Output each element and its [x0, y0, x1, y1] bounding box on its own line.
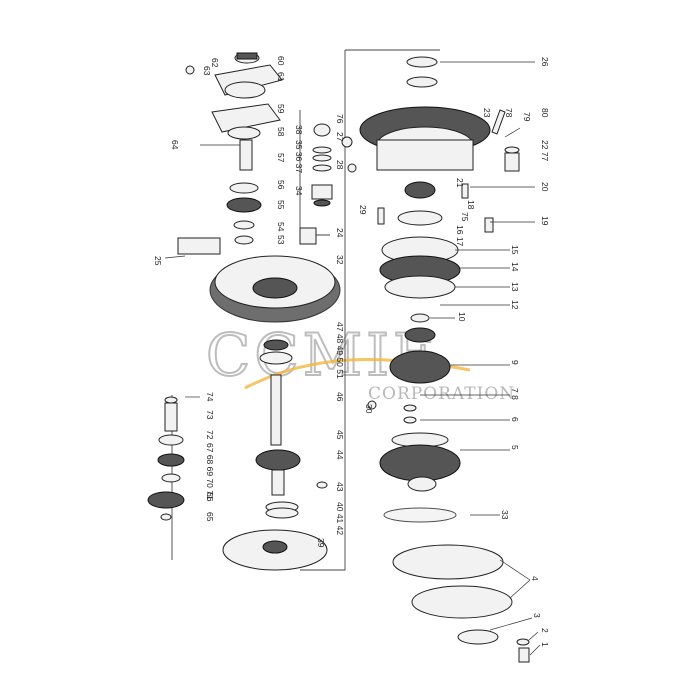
callout-14: 14: [510, 262, 520, 272]
callout-12: 12: [510, 300, 520, 310]
callout-18: 18: [466, 200, 476, 210]
callout-73: 73: [205, 410, 215, 420]
callout-61: 61: [276, 72, 286, 82]
callout-labels: 60 62 63 61 59 58 64 57 56 55 54 53 25 3…: [153, 56, 550, 647]
callout-58: 58: [276, 127, 286, 137]
cover-assembly: [185, 52, 283, 245]
callout-6: 6: [510, 417, 520, 422]
callout-40-41-42: 40 41 42: [335, 502, 345, 535]
callout-35-36-37: 35 36 37: [294, 140, 304, 173]
callout-76: 76: [335, 114, 345, 124]
callout-15: 15: [510, 245, 520, 255]
callout-39: 39: [316, 538, 326, 548]
center-shaft-stack: [222, 339, 328, 571]
callout-63: 63: [202, 66, 212, 76]
callout-57: 57: [276, 153, 286, 163]
callout-47-51: 47 48 49 50 51: [335, 322, 345, 379]
callout-10: 10: [457, 312, 467, 322]
callout-55: 55: [276, 200, 286, 210]
callout-44: 44: [335, 450, 345, 460]
right-assembly: [341, 56, 530, 663]
callout-23: 23: [482, 108, 492, 118]
callout-19: 19: [540, 216, 550, 226]
callout-29: 29: [358, 205, 368, 215]
callout-33: 33: [500, 510, 510, 520]
callout-9: 9: [510, 360, 520, 365]
callout-38: 38: [294, 125, 304, 135]
callout-22-77: 22 77: [540, 140, 550, 162]
callout-4: 4: [530, 576, 540, 581]
side-shaft-parts: [147, 396, 185, 521]
callout-72: 72: [205, 430, 215, 440]
callout-78: 78: [504, 108, 514, 118]
callout-21: 21: [455, 178, 465, 188]
callout-30: 30: [364, 404, 374, 414]
main-housing: [177, 227, 341, 323]
callout-53: 53: [276, 235, 286, 245]
callout-28: 28: [335, 160, 345, 170]
watermark: CCMIE CORPORATION: [205, 320, 515, 404]
callout-1: 1: [540, 642, 550, 647]
callout-65: 65: [205, 512, 215, 522]
callout-7-8: 7 8: [510, 388, 520, 400]
callout-13: 13: [510, 282, 520, 292]
callout-46: 46: [335, 392, 345, 402]
callout-67-71: 67 68 69 70 71: [205, 443, 215, 500]
callout-74: 74: [205, 392, 215, 402]
callout-27: 27: [335, 132, 345, 142]
callout-59: 59: [276, 104, 286, 114]
callout-5: 5: [510, 445, 520, 450]
callout-25: 25: [153, 256, 163, 266]
callout-43: 43: [335, 482, 345, 492]
callout-26: 26: [540, 57, 550, 67]
callout-20: 20: [540, 182, 550, 192]
callout-45: 45: [335, 430, 345, 440]
callout-66: 66: [205, 492, 215, 502]
callout-62: 62: [210, 58, 220, 68]
callout-79: 79: [522, 112, 532, 122]
callout-75: 75: [460, 212, 470, 222]
callout-34: 34: [294, 186, 304, 196]
middle-small-parts: [311, 123, 333, 207]
callout-80: 80: [540, 108, 550, 118]
callout-3: 3: [532, 613, 542, 618]
callout-56: 56: [276, 180, 286, 190]
callout-60: 60: [276, 56, 286, 66]
callout-64: 64: [170, 140, 180, 150]
watermark-subtitle: CORPORATION: [368, 384, 515, 404]
callout-16-17: 16 17: [455, 225, 465, 247]
callout-53-54: 54: [276, 222, 286, 232]
callout-2: 2: [540, 628, 550, 633]
leader-lines: [164, 61, 541, 656]
callout-32: 32: [335, 255, 345, 265]
callout-24: 24: [335, 228, 345, 238]
